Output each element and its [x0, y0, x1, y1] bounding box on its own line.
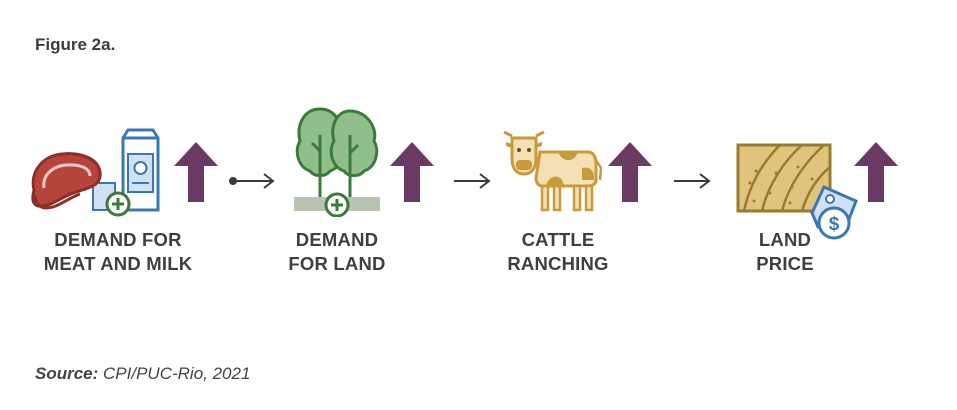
source-label: Source:: [35, 364, 99, 383]
step-label-cattle-ranching: CATTLE RANCHING: [493, 228, 623, 276]
price-tag-icon: $: [810, 185, 858, 240]
up-arrow-icon: [854, 142, 898, 202]
trees-icon: [294, 107, 380, 217]
step-label-line: LAND: [758, 229, 812, 250]
field-icon: $: [736, 143, 858, 240]
step-label-demand-meat-milk: DEMAND FOR MEAT AND MILK: [28, 228, 208, 276]
step-label-line: DEMAND FOR: [54, 229, 182, 250]
meat-milk-icon-group: [31, 128, 160, 217]
source-text: CPI/PUC-Rio, 2021: [98, 364, 251, 383]
source-note: Source: CPI/PUC-Rio, 2021: [35, 364, 250, 384]
plus-badge-icon: [105, 191, 131, 217]
step-label-line: MEAT AND MILK: [43, 253, 193, 274]
step-label-line: PRICE: [756, 253, 814, 274]
right-arrow-icon: [674, 173, 711, 189]
up-arrow-icon: [174, 142, 218, 202]
meat-icon: [31, 152, 102, 210]
step-label-line: DEMAND: [295, 229, 379, 250]
step-label-land-price: LAND PRICE: [735, 228, 835, 276]
step-label-line: CATTLE: [521, 229, 595, 250]
cow-icon: [503, 130, 602, 212]
svg-text:$: $: [829, 214, 840, 235]
step-label-demand-land: DEMAND FOR LAND: [272, 228, 402, 276]
step-label-line: FOR LAND: [288, 253, 386, 274]
up-arrow-icon: [608, 142, 652, 202]
right-arrow-icon: [229, 173, 275, 189]
figure-title: Figure 2a.: [35, 35, 116, 54]
right-arrow-icon: [454, 173, 491, 189]
step-label-line: RANCHING: [507, 253, 609, 274]
up-arrow-icon: [390, 142, 434, 202]
